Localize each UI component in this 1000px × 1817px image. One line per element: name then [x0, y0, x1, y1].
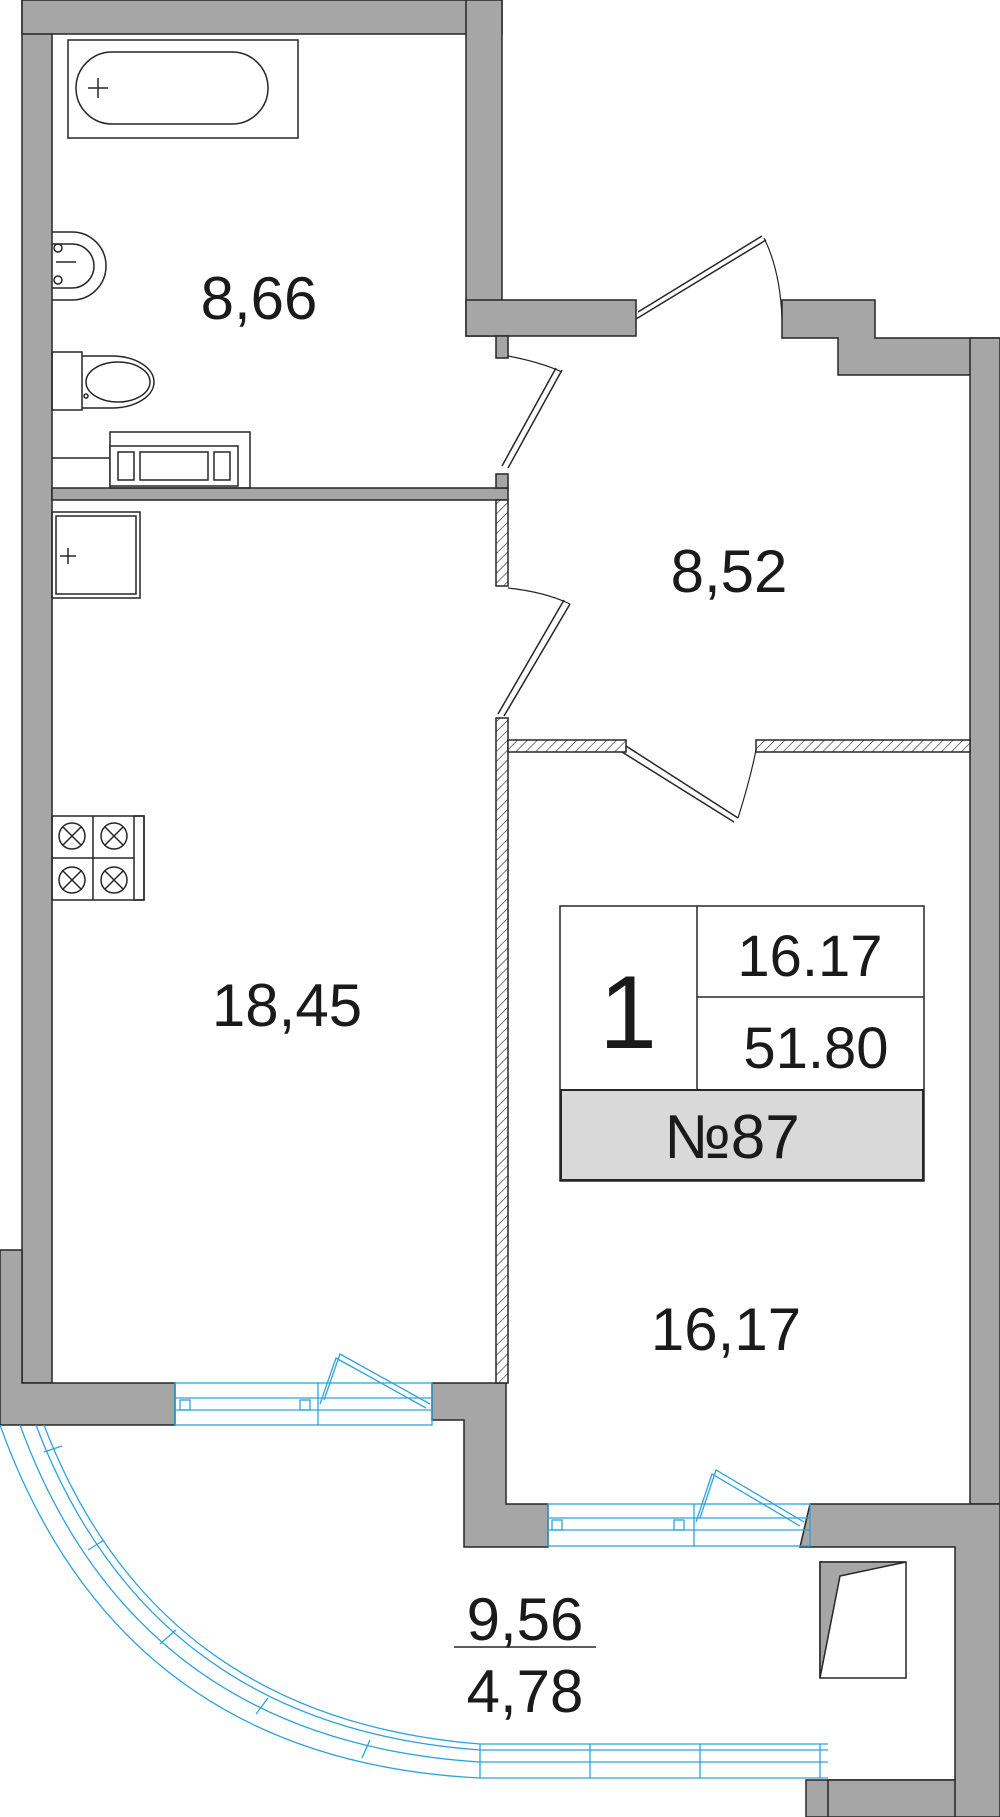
living-area: 16.17 [737, 924, 882, 989]
rooms-count: 1 [599, 955, 657, 1071]
info-box-footer [560, 1089, 924, 1181]
partition-kitchen-hallway [495, 499, 509, 587]
total-area: 51.80 [743, 1016, 888, 1081]
room-area-bedroom: 16,17 [651, 1296, 801, 1363]
bathroom-door [501, 355, 563, 469]
partitions [51, 335, 971, 1384]
stove [51, 815, 145, 901]
bedroom-door [621, 745, 757, 823]
apartment-info-box: 1 16.17 51.80 №87 [559, 905, 925, 1182]
bathroom-door-jamb-bottom [495, 473, 509, 489]
wall-loggia-bottom [827, 1779, 956, 1817]
bathroom-door-jamb-top [495, 335, 509, 359]
partition-kitchen-bedroom [495, 717, 509, 1384]
apartment-number: №87 [664, 1103, 799, 1172]
kitchen-fixtures [51, 511, 145, 901]
wall-bedroom-right [799, 1503, 1000, 1817]
balcony-area-reduced: 4,78 [467, 1658, 584, 1725]
room-area-hallway: 8,52 [671, 538, 788, 605]
kitchen-sink [51, 511, 141, 599]
doors [497, 235, 783, 823]
wall-pier [431, 1382, 549, 1548]
wall-right [969, 337, 1000, 1505]
wall-bathroom-right [465, 0, 503, 337]
bathroom-fixtures [51, 39, 299, 489]
entry-door [635, 235, 783, 320]
loggia-mullions [43, 1445, 821, 1778]
loggia-glazing [0, 1424, 828, 1779]
wall-top-entry-right [781, 299, 1000, 376]
partition-bathroom-bottom [51, 487, 509, 501]
loggia-ac-unit [819, 1561, 907, 1679]
washbasin [52, 231, 107, 301]
toilet [51, 351, 155, 411]
washing-machine [52, 431, 251, 489]
window-living [174, 1353, 433, 1426]
partition-hallway-bedroom-left [507, 739, 627, 753]
wall-top-entry-left [465, 299, 637, 337]
kitchen-door [497, 587, 571, 717]
window-bedroom [547, 1469, 811, 1547]
wall-top [21, 0, 503, 35]
room-area-bathroom: 8,66 [201, 265, 318, 332]
partition-hallway-bedroom-right [755, 739, 971, 753]
bathtub [67, 39, 299, 139]
balcony-area-total: 9,56 [467, 1586, 584, 1653]
room-area-kitchen-living: 18,45 [212, 972, 362, 1039]
wall-left [21, 0, 53, 1384]
